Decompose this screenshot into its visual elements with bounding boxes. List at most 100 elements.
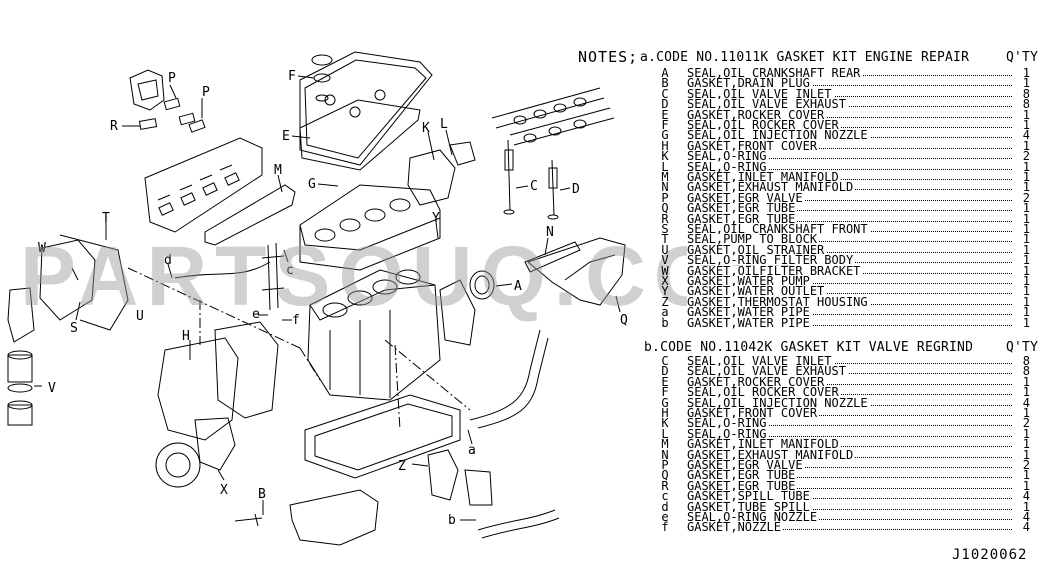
part-code: F (661, 385, 669, 400)
part-name: SEAL,OIL CRANKSHAFT FRONT (687, 222, 870, 236)
dotted-leader (687, 519, 1012, 520)
part-qty: 1 (1022, 138, 1030, 153)
part-code: E (661, 107, 669, 122)
part-name: GASKET,SPILL TUBE (687, 489, 812, 504)
part-code: N (661, 447, 669, 462)
part-code: G (661, 128, 669, 143)
part-code: e (661, 510, 669, 524)
part-qty: 2 (1022, 458, 1030, 472)
part-code: G (661, 395, 669, 410)
part-qty: 1 (1022, 426, 1030, 441)
part-qty: 4 (1022, 489, 1030, 504)
part-code: T (661, 232, 669, 247)
callout-label: a (468, 443, 476, 458)
part-qty: 2 (1022, 149, 1030, 164)
part-qty: 1 (1022, 253, 1030, 268)
thermostat-housing (407, 141, 476, 206)
dotted-leader (687, 529, 1012, 531)
dotted-leader (687, 210, 1012, 212)
part-code: P (661, 190, 669, 205)
part-name: SEAL,OIL VALVE INLET (687, 86, 834, 101)
part-name: GASKET,INLET MANIFOLD (687, 437, 841, 452)
egr-valve (129, 69, 206, 133)
part-code: c (661, 489, 669, 504)
part-name: SEAL,OIL INJECTION NOZZLE (687, 128, 870, 143)
water-pipes (439, 279, 560, 539)
part-name: SEAL,OIL VALVE EXHAUST (687, 97, 848, 112)
part-code: Z (661, 294, 669, 309)
callout-label: C (530, 179, 538, 194)
notes-title: NOTES; (578, 48, 639, 66)
part-qty: 1 (1022, 385, 1030, 400)
part-qty: 1 (1022, 374, 1030, 389)
section-b-qty-header: Q'TY (1006, 340, 1039, 355)
dotted-leader (687, 95, 1012, 97)
callout-label: Z (398, 459, 406, 474)
part-code: L (661, 426, 669, 441)
section-b-marker: b. (644, 340, 661, 355)
dotted-leader (687, 251, 1012, 253)
callout-label: N (546, 225, 554, 240)
callout-label: P (168, 71, 176, 86)
part-qty: 1 (1022, 437, 1030, 452)
callout-label: W (38, 241, 46, 256)
part-code: b (661, 315, 669, 330)
exhaust-manifold (526, 237, 626, 306)
callout-label: P (202, 85, 210, 100)
part-name: SEAL,O-RING NOZZLE (687, 510, 820, 524)
rocker-cover (299, 51, 433, 166)
assembly-lines (127, 267, 471, 431)
part-name: GASKET,ROCKER COVER (687, 107, 827, 122)
part-code: K (661, 416, 669, 431)
part-code: M (661, 437, 669, 452)
part-name: GASKET,FRONT COVER (687, 406, 820, 420)
part-name: GASKET,OILFILTER BRACKET (687, 263, 863, 278)
part-name: SEAL,OIL INJECTION NOZZLE (687, 395, 870, 410)
callout-label: U (136, 309, 144, 324)
oil-filter-bracket (39, 234, 129, 331)
inlet-manifold (144, 137, 263, 233)
callout-label: X (220, 483, 228, 498)
dotted-leader (687, 179, 1012, 180)
part-qty: 1 (1022, 211, 1030, 226)
part-qty: 1 (1022, 294, 1030, 309)
part-code: Q (661, 201, 669, 216)
part-name: GASKET,FRONT COVER (687, 138, 820, 153)
dotted-leader (687, 487, 1012, 489)
callout-label: H (182, 329, 190, 344)
part-name: GASKET,THERMOSTAT HOUSING (687, 294, 870, 309)
dotted-leader (687, 467, 1012, 468)
part-code: M (661, 170, 669, 184)
part-name: SEAL,OIL VALVE EXHAUST (687, 364, 848, 379)
rocker-cover-gasket (299, 99, 421, 171)
section-a-qty-header: Q'TY (1006, 50, 1039, 65)
dotted-leader (687, 158, 1012, 160)
part-qty: 1 (1022, 468, 1030, 483)
dotted-leader (687, 293, 1012, 295)
dotted-leader (687, 508, 1012, 510)
part-code: Y (661, 284, 669, 299)
valves (503, 139, 559, 220)
part-name: GASKET,EXHAUST MANIFOLD (687, 180, 856, 195)
dotted-leader (687, 425, 1012, 427)
dotted-leader (687, 415, 1012, 416)
dotted-leader (687, 147, 1012, 149)
part-name: SEAL,O-RING (687, 159, 769, 174)
part-name: GASKET,WATER PUMP (687, 274, 812, 288)
part-qty: 1 (1022, 406, 1030, 420)
